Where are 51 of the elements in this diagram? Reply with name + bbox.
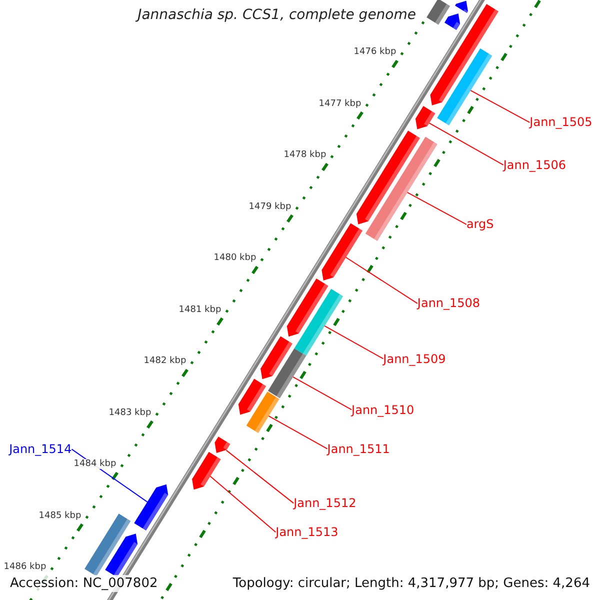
scale-label: 1485 kbp (38, 510, 82, 520)
leader-line (210, 476, 276, 533)
gene-feature (322, 223, 363, 280)
scale-label: 1481 kbp (178, 304, 222, 314)
scale-label: 1480 kbp (214, 253, 256, 263)
scale-label: 1482 kbp (144, 356, 186, 366)
leader-line (406, 192, 467, 225)
scale-label: 1477 kbp (318, 98, 362, 108)
gene-bar (268, 348, 306, 398)
scale-label: 1486 kbp (4, 562, 46, 572)
leader-line (345, 256, 418, 304)
gene-feature (286, 278, 328, 337)
leader-line (292, 376, 352, 410)
gene-label: Jann_1510 (352, 402, 414, 418)
gene-label: Jann_1514 (9, 441, 72, 458)
gene-feature (238, 378, 266, 415)
gene-feature (455, 0, 468, 13)
gene-label: Jann_1505 (530, 114, 592, 130)
gene-feature (260, 336, 292, 380)
gene-label: Jann_1508 (417, 295, 480, 312)
leader-line (268, 416, 328, 450)
scale-label: 1476 kbp (354, 47, 396, 57)
gene-feature (356, 130, 420, 224)
gene-feature (192, 452, 221, 490)
gene-label: Jann_1506 (503, 156, 566, 173)
gene-bar (246, 392, 280, 434)
scale-label: 1484 kbp (74, 459, 116, 469)
gene-bar (437, 48, 492, 126)
leader-line (226, 450, 294, 504)
gene-label: Jann_1511 (327, 440, 390, 457)
title: Jannaschia sp. CCS1, complete genome (138, 7, 416, 23)
leader-line (428, 122, 504, 166)
gene-feature (214, 436, 230, 454)
scale-label: 1483 kbp (108, 408, 152, 418)
gene-label: Jann_1509 (383, 350, 446, 367)
gene-feature (444, 14, 460, 30)
gene-feature (105, 534, 138, 578)
gene-bar (84, 514, 131, 576)
leader-line (324, 325, 384, 360)
gene-label: Jann_1513 (276, 524, 338, 540)
gene-label: argS (466, 216, 494, 232)
gene-bar (426, 0, 450, 25)
scale-label: 1478 kbp (284, 150, 326, 160)
gene-feature (134, 484, 168, 531)
gene-bar (365, 136, 438, 241)
gene-feature (415, 106, 436, 130)
leader-line (470, 90, 530, 123)
gene-feature (430, 4, 498, 106)
gene-label: Jann_1512 (294, 495, 356, 512)
gene-bar (294, 288, 344, 356)
scale-label: 1479 kbp (248, 202, 292, 212)
